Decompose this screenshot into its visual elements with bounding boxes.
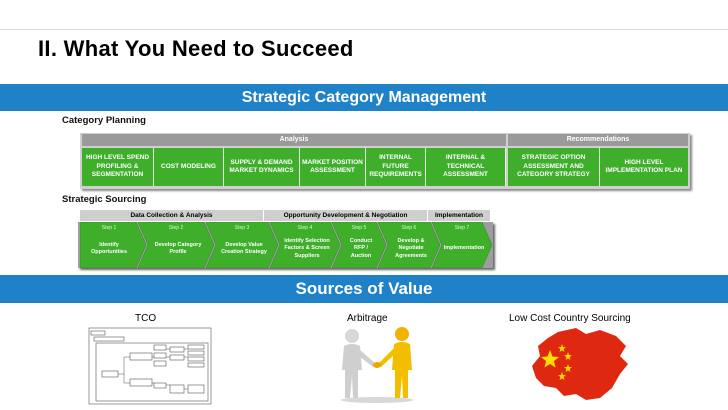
- arbitrage-label: Arbitrage: [347, 313, 388, 324]
- banner-strategic-category-management: Strategic Category Management: [0, 84, 728, 111]
- step-number: Step 3: [234, 225, 250, 231]
- step-text: Develop & Negotiate Agreements: [395, 238, 427, 259]
- sourcing-step-2: Step 2 Develop Category Profile: [138, 222, 214, 268]
- chevron-shape: [332, 222, 386, 268]
- chevron-shape: [432, 222, 492, 268]
- china-map-icon: [532, 328, 628, 400]
- chevron-shape: [378, 222, 440, 268]
- step-number: Step 7: [454, 225, 470, 231]
- chevron-shape: [138, 222, 214, 268]
- chevron-shape: [270, 222, 340, 268]
- category-planning-label: Category Planning: [62, 115, 146, 126]
- step-text: Identify Opportunities: [90, 241, 128, 255]
- low-cost-country-label: Low Cost Country Sourcing: [509, 313, 631, 324]
- step-text: Identify Selection Factors & Screen Supp…: [284, 238, 330, 259]
- cp-cell-internal-technical: INTERNAL & TECHNICAL ASSESSMENT: [426, 148, 506, 186]
- ss-header-implementation: Implementation: [428, 210, 490, 221]
- step-number: Step 6: [401, 225, 417, 231]
- sourcing-step-6: Step 6 Develop & Negotiate Agreements: [378, 222, 440, 268]
- ss-header-data-collection: Data Collection & Analysis: [80, 210, 264, 221]
- cp-cell-cost-modeling: COST MODELING: [154, 148, 224, 186]
- tco-diagram-icon: [88, 327, 212, 405]
- banner-sources-of-value: Sources of Value: [0, 275, 728, 303]
- chevron-shape: [80, 222, 146, 268]
- sourcing-step-3: Step 3 Develop Value Creation Strategy: [206, 222, 278, 268]
- sourcing-step-5: Step 5 Conduct RFP / Auction: [332, 222, 386, 268]
- step-number: Step 1: [101, 225, 117, 231]
- handshake-icon: [341, 327, 413, 403]
- cp-cell-supply-demand: SUPPLY & DEMAND MARKET DYNAMICS: [224, 148, 300, 186]
- cp-cell-internal-future: INTERNAL FUTURE REQUIREMENTS: [366, 148, 426, 186]
- top-rule: [0, 0, 728, 30]
- recommendations-header: Recommendations: [508, 134, 688, 146]
- step-text: Develop Value Creation Strategy: [221, 241, 267, 255]
- tco-label: TCO: [135, 313, 157, 324]
- sourcing-step-1: Step 1 Identify Opportunities: [80, 222, 146, 268]
- analysis-header: Analysis: [82, 134, 506, 146]
- step-number: Step 4: [297, 225, 313, 231]
- cp-cell-spend-profiling: HIGH LEVEL SPEND PROFILING & SEGMENTATIO…: [82, 148, 154, 186]
- cp-cell-market-position: MARKET POSITION ASSESSMENT: [300, 148, 366, 186]
- cp-cell-strategic-option: STRATEGIC OPTION ASSESSMENT AND CATEGORY…: [508, 148, 600, 186]
- page-title: II. What You Need to Succeed: [38, 36, 354, 61]
- step-number: Step 2: [168, 225, 184, 231]
- cp-cell-implementation-plan: HIGH LEVEL IMPLEMENTATION PLAN: [600, 148, 688, 186]
- sourcing-step-7: Step 7 Implementation: [432, 222, 492, 268]
- step-number: Step 5: [351, 225, 367, 231]
- strategic-sourcing-label: Strategic Sourcing: [62, 194, 147, 205]
- sourcing-step-4: Step 4 Identify Selection Factors & Scre…: [270, 222, 340, 268]
- chevron-shape: [206, 222, 278, 268]
- step-text: Conduct RFP / Auction: [349, 238, 373, 259]
- step-text: Develop Category Profile: [154, 241, 202, 255]
- step-text: Implementation: [443, 245, 485, 252]
- ss-header-opportunity: Opportunity Development & Negotiation: [264, 210, 428, 221]
